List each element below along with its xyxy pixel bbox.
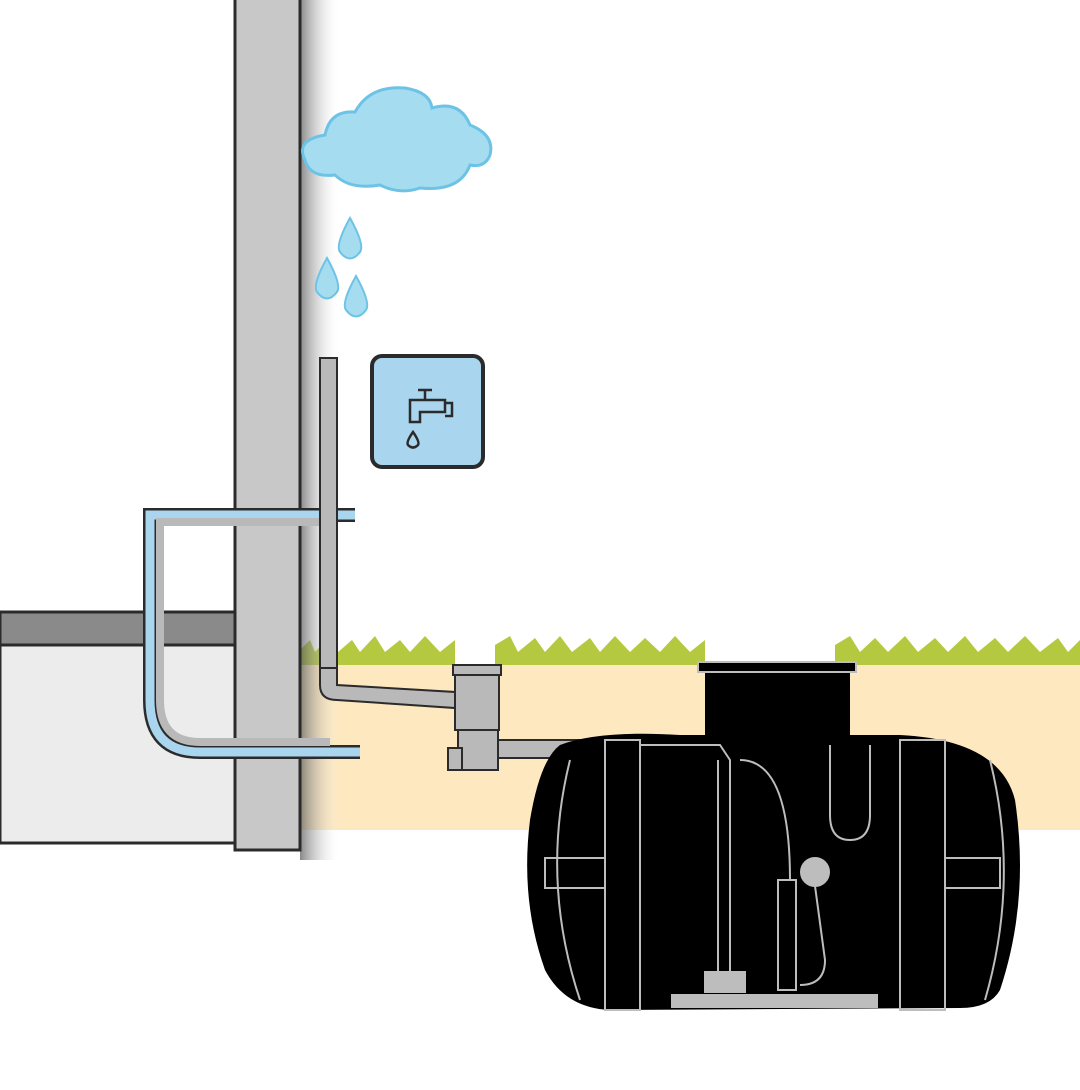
supply-pipe bbox=[143, 508, 360, 759]
downpipe bbox=[319, 357, 456, 710]
storage-tank bbox=[527, 661, 1020, 1011]
raindrops bbox=[314, 215, 369, 318]
rain-filter bbox=[447, 664, 611, 771]
cloud-icon bbox=[301, 86, 493, 193]
raindrop-icon bbox=[343, 273, 369, 318]
water-tap-icon bbox=[370, 354, 485, 469]
raindrop-icon bbox=[314, 255, 340, 300]
grass bbox=[300, 636, 1080, 665]
raindrop-icon bbox=[337, 215, 363, 260]
floor-slab bbox=[0, 610, 238, 647]
house-wall bbox=[233, 0, 302, 852]
